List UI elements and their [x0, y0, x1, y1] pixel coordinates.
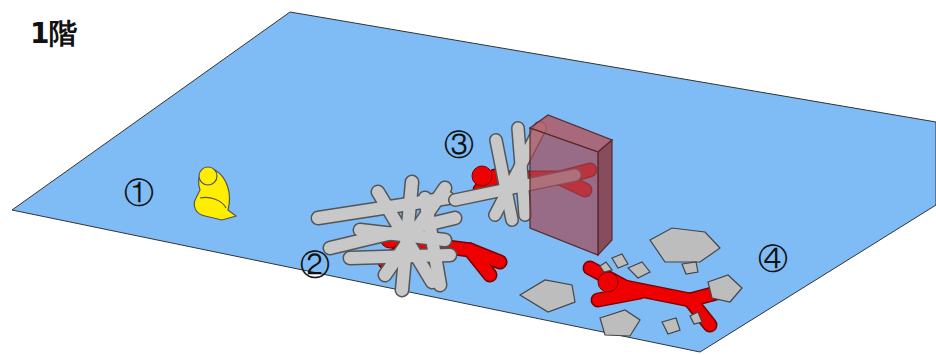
- fallen-logs: [318, 182, 455, 290]
- crouching-person: [194, 167, 236, 220]
- floor-title: 1階: [30, 20, 77, 48]
- rubble: [520, 228, 742, 336]
- floor-plane: [12, 12, 936, 352]
- fallen-wall: [530, 115, 612, 255]
- callout-number: ③: [444, 130, 474, 160]
- callout-number: ④: [758, 244, 788, 274]
- callout-number: ①: [124, 178, 154, 208]
- callout-number: ②: [300, 250, 330, 280]
